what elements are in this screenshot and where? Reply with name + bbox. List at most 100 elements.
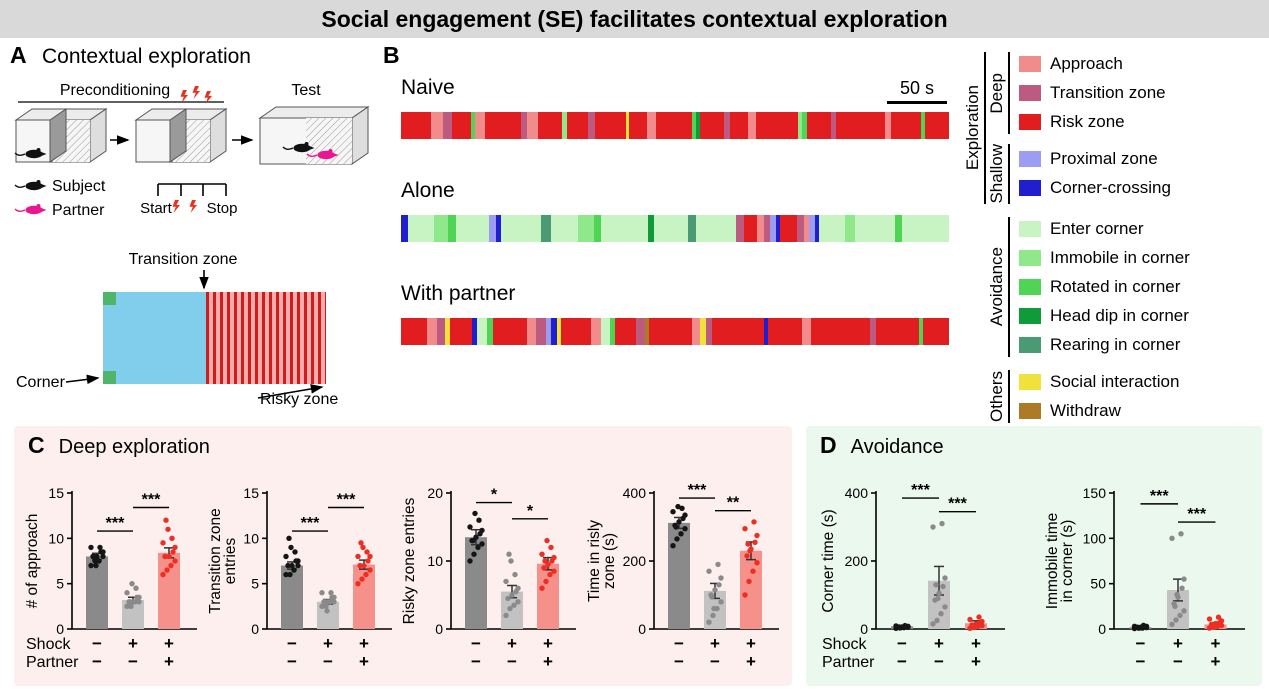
ethogram-block: Alone: [401, 179, 949, 242]
figure-title: Social engagement (SE) facilitates conte…: [321, 5, 948, 32]
behavior-segment-risk: [755, 112, 799, 139]
significance-brackets: *****: [678, 482, 751, 512]
legend-item-label: Proximal zone: [1050, 149, 1158, 169]
behavior-segment-risk: [401, 318, 427, 345]
svg-text:−: −: [897, 634, 907, 653]
behavior-segment-approach: [527, 318, 536, 345]
legend-item: Social interaction: [1019, 370, 1264, 394]
legend-item-label: Enter corner: [1050, 218, 1144, 238]
condition-row-label: Shock: [26, 636, 71, 653]
behavior-segment-risk: [561, 318, 592, 345]
significance-brackets: **: [476, 487, 549, 520]
scalebar-label: 50 s: [899, 78, 935, 98]
behavior-segment-approach: [756, 215, 764, 242]
bar-0: [280, 565, 303, 629]
legend-subgroup-column: Others: [986, 369, 1010, 423]
behavior-segment-risk: [810, 318, 871, 345]
svg-text:*: *: [491, 487, 498, 504]
svg-text:−: −: [674, 634, 684, 653]
svg-text:***: ***: [911, 482, 930, 499]
behavior-segment-rearing: [687, 215, 696, 242]
scatter-dots: [282, 535, 373, 614]
behavior-segment-rotated: [447, 215, 456, 242]
behavior-segment-enter: [407, 215, 435, 242]
behavior-segment-risk: [493, 318, 528, 345]
behavior-segment-rearing: [540, 215, 551, 242]
legend-spacer: [962, 217, 986, 357]
svg-text:200: 200: [845, 553, 869, 569]
ethogram-block: With partner: [401, 282, 949, 345]
withdraw-swatch: [1019, 402, 1041, 419]
svg-text:150: 150: [1083, 485, 1107, 501]
svg-text:***: ***: [1187, 506, 1206, 523]
panel-a-label: A: [10, 42, 27, 68]
behavior-segment-rotated: [470, 112, 476, 139]
significance-brackets: ******: [1140, 488, 1216, 523]
rotated-swatch: [1019, 278, 1041, 295]
svg-text:15: 15: [243, 485, 259, 501]
bar-2: [739, 550, 762, 629]
legend-subgroup-column: Shallow: [986, 144, 1010, 204]
behavior-segment-risk: [876, 318, 919, 345]
test-box: [258, 106, 370, 165]
significance-brackets: ******: [902, 482, 976, 513]
behavior-segment-enter: [601, 318, 610, 345]
behavior-segment-transition: [796, 215, 804, 242]
ethogram-label-0: Naive: [401, 76, 455, 99]
behavior-segment-risk: [743, 215, 757, 242]
chart-corner-time: Corner time (s)0200400******−++−−+ShockP…: [820, 482, 1005, 671]
behavior-segment-transition: [830, 112, 837, 139]
legend-group-column: Exploration: [962, 52, 986, 204]
behavior-segment-risk: [629, 112, 648, 139]
legend-item-label: Withdraw: [1050, 400, 1121, 420]
svg-text:# of approach: # of approach: [24, 514, 41, 609]
behavior-segment-transition: [443, 112, 453, 139]
shock-timeline: Start Stop: [140, 183, 237, 217]
behavior-segment-risk: [537, 112, 563, 139]
legend-item-label: Transition zone: [1050, 83, 1166, 102]
behavior-segment-risk: [615, 318, 637, 345]
x-axis-labels: −++−−+: [287, 634, 369, 671]
svg-text:−: −: [507, 652, 517, 671]
risky-zone-label: Risky zone: [260, 391, 338, 408]
svg-text:−: −: [1136, 634, 1146, 653]
svg-text:−: −: [897, 652, 907, 671]
svg-text:20: 20: [428, 485, 444, 501]
behavior-segment-enter: [818, 215, 846, 242]
svg-text:+: +: [359, 652, 369, 671]
crossing-swatch: [1019, 180, 1041, 197]
svg-text:−: −: [934, 652, 944, 671]
partner-mouse-icon: [14, 203, 48, 215]
behavior-segment-enter: [695, 215, 736, 242]
behavior-segment-risk: [767, 318, 802, 345]
behavior-segment-approach: [884, 112, 891, 139]
svg-text:10: 10: [243, 530, 259, 546]
behavior-segment-crossing: [471, 318, 477, 345]
behavior-segment-headdip: [696, 112, 701, 139]
svg-text:0: 0: [1098, 621, 1106, 637]
svg-text:−: −: [1136, 652, 1146, 671]
legend-item: Rotated in corner: [1019, 275, 1264, 299]
immobile-swatch: [1019, 249, 1041, 266]
subject-label: Subject: [52, 178, 106, 195]
svg-text:0: 0: [56, 621, 64, 637]
proximal-swatch: [1019, 151, 1041, 168]
behavior-segment-immobile: [577, 215, 595, 242]
ethogram-strip-0: [401, 112, 949, 139]
bar-2: [158, 552, 180, 629]
behavior-segment-approach: [526, 112, 538, 139]
start-label: Start: [140, 200, 173, 217]
behavior-segment-approach: [647, 112, 656, 139]
condition-row-label: Partner: [822, 654, 875, 671]
legend-item: Rearing in corner: [1019, 333, 1264, 357]
panel-b-label: B: [383, 42, 400, 68]
